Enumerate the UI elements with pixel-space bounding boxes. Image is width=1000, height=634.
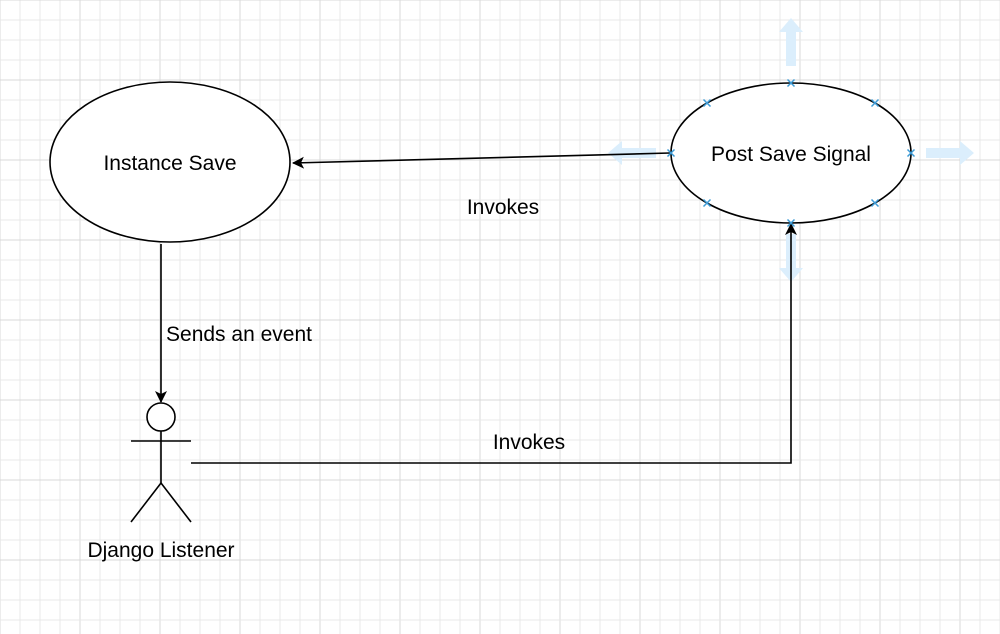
edge-signal-to-instance[interactable] [292, 152, 671, 169]
x-handle-icon[interactable] [702, 98, 712, 108]
x-handle-icon[interactable] [786, 218, 796, 228]
edge-instance-to-listener-label: Sends an event [166, 323, 312, 346]
node-django-listener[interactable]: Django Listener [87, 402, 235, 562]
x-handle-icon[interactable] [906, 148, 916, 158]
edge-signal-to-instance-label: Invokes [467, 196, 539, 219]
edge-listener-to-signal-label: Invokes [493, 431, 565, 454]
edge-listener-to-signal[interactable] [191, 223, 797, 464]
node-instance-save-label: Instance Save [103, 152, 236, 175]
connect-arrow-left-icon[interactable] [608, 141, 656, 165]
selection-handles [666, 78, 916, 228]
x-handle-icon[interactable] [870, 198, 880, 208]
node-post-save-signal-label: Post Save Signal [711, 143, 871, 166]
x-handle-icon[interactable] [666, 148, 676, 158]
connect-arrow-up-icon[interactable] [779, 18, 803, 66]
x-handle-icon[interactable] [702, 198, 712, 208]
connect-arrow-right-icon[interactable] [926, 141, 974, 165]
x-handle-icon[interactable] [870, 98, 880, 108]
x-handle-icon[interactable] [786, 78, 796, 88]
node-instance-save[interactable]: Instance Save [49, 81, 291, 243]
node-django-listener-label: Django Listener [87, 539, 234, 562]
